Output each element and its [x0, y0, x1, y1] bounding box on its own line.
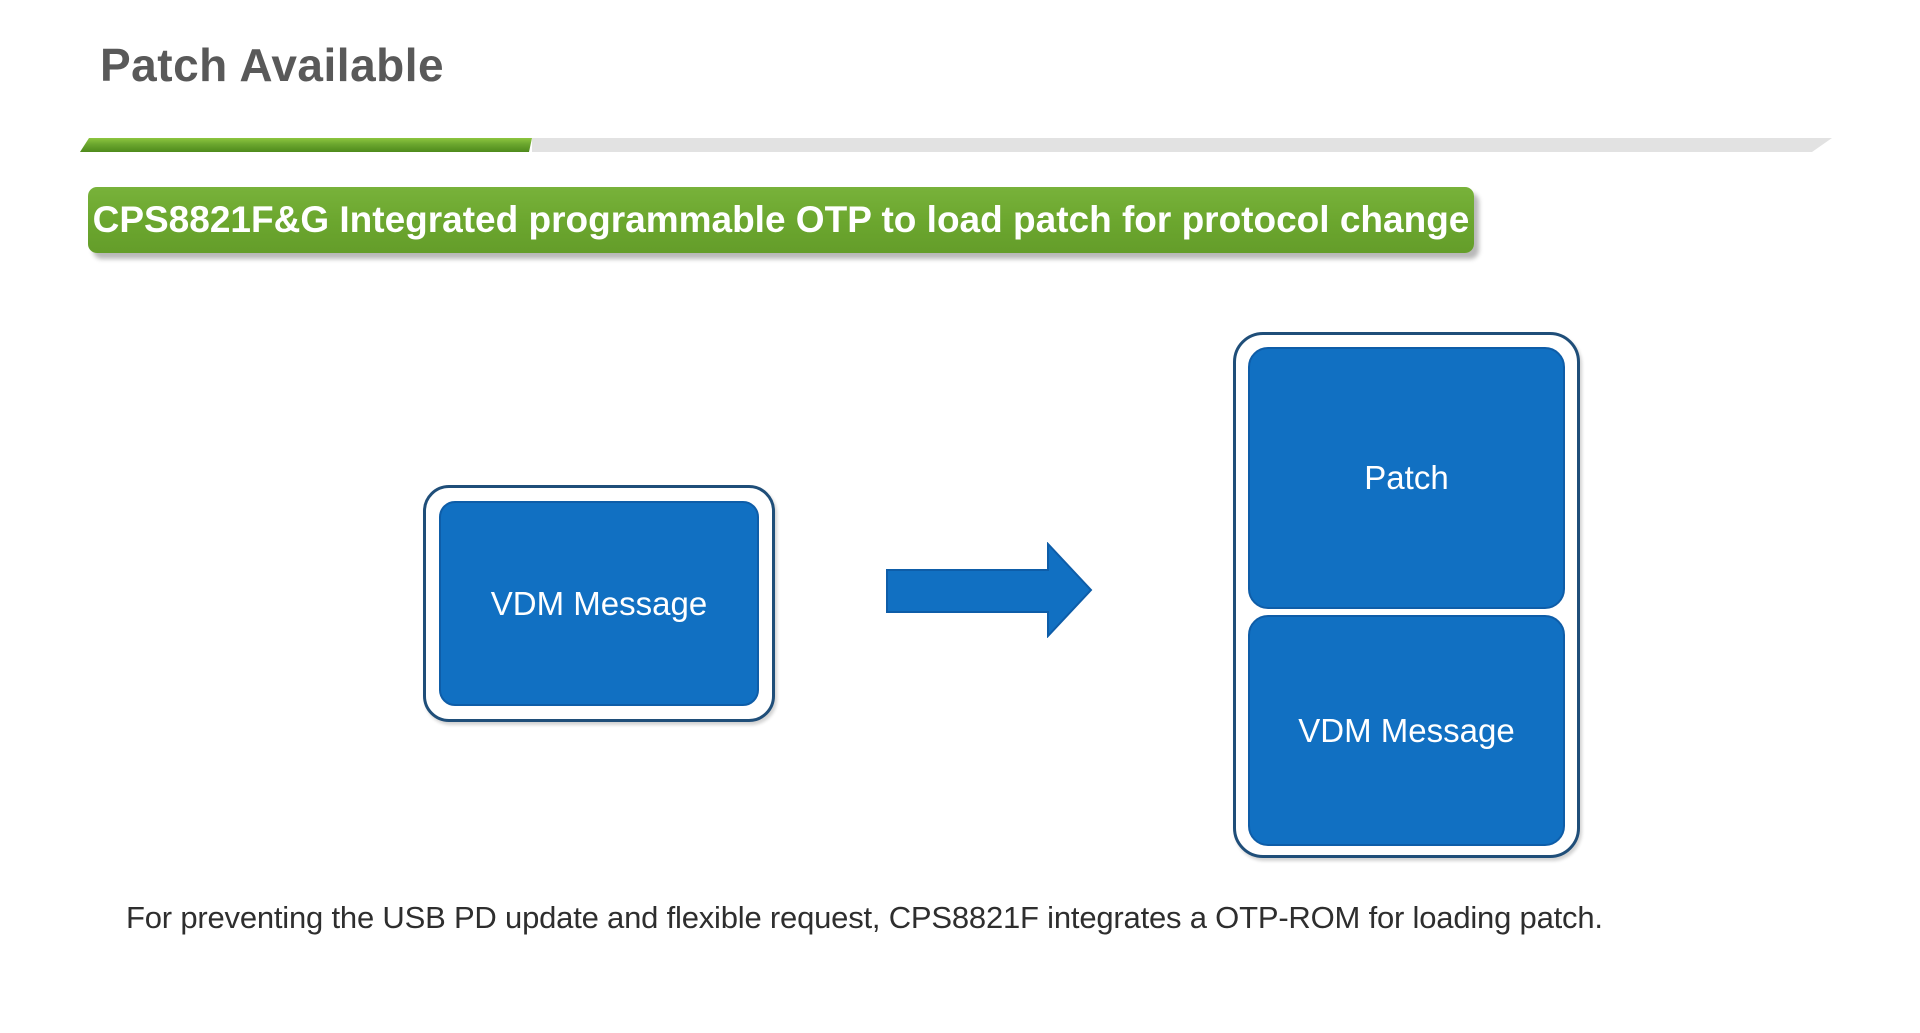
title-underline-gray: [532, 138, 1832, 152]
vdm-message-box: VDM Message: [439, 501, 759, 706]
patch-box: Patch: [1248, 347, 1565, 609]
title-underline-green: [80, 138, 532, 152]
vdm-message-group: VDM Message: [423, 485, 775, 722]
right-arrow-icon: [886, 542, 1093, 638]
patch-stack-group: Patch VDM Message: [1233, 332, 1580, 858]
page-title: Patch Available: [100, 39, 445, 91]
vdm-message-box-2: VDM Message: [1248, 615, 1565, 846]
banner-headline: CPS8821F&G Integrated programmable OTP t…: [88, 187, 1474, 253]
caption-text: For preventing the USB PD update and fle…: [126, 900, 1603, 935]
